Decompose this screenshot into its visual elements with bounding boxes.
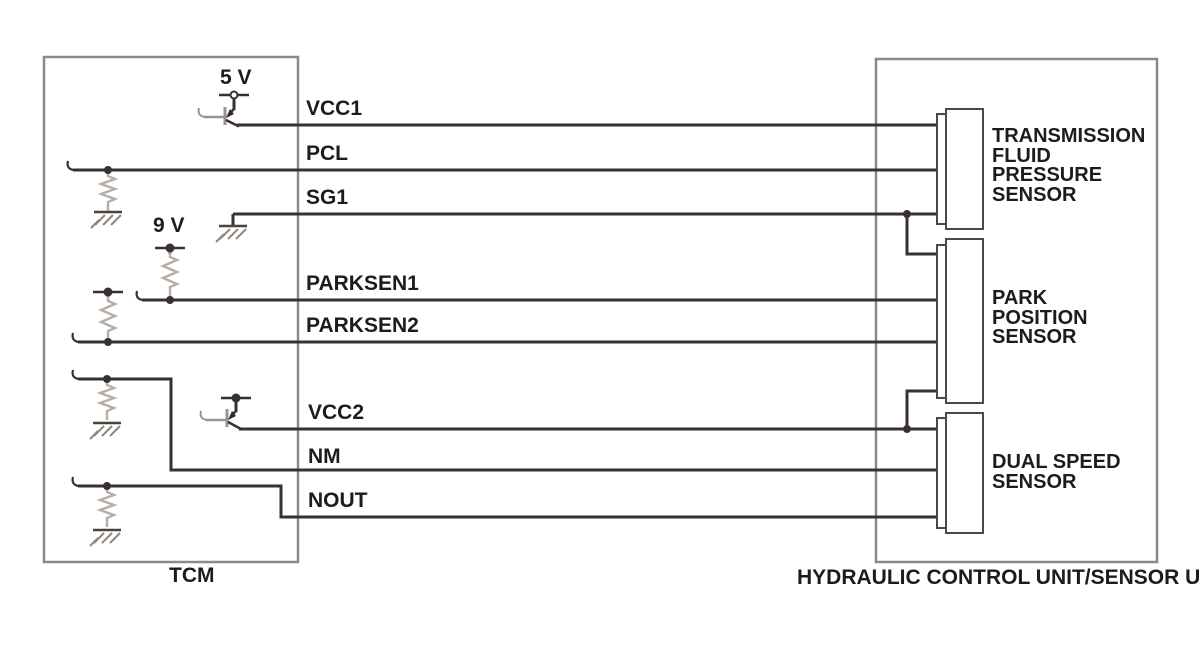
wire-end-hook bbox=[199, 410, 208, 421]
junction-dot bbox=[903, 425, 911, 433]
signal-label-pcl: PCL bbox=[306, 142, 348, 165]
junction-dot bbox=[903, 210, 911, 218]
wire-sg1-branch-to-park-sensor bbox=[905, 214, 939, 256]
tcm-unit-label: TCM bbox=[169, 564, 215, 587]
supply-terminal-parksen2-icon bbox=[103, 287, 113, 297]
junction-dot bbox=[104, 166, 112, 174]
supply-label-9v: 9 V bbox=[153, 214, 185, 237]
wire-nm bbox=[78, 377, 939, 472]
ground-hatch-icon bbox=[89, 532, 121, 547]
wire-park-sensor-branch-to-vcc2 bbox=[905, 389, 939, 429]
connector-flange bbox=[936, 244, 947, 399]
signal-label-parksen2: PARKSEN2 bbox=[306, 314, 419, 337]
junction-dot bbox=[166, 296, 174, 304]
signal-label-vcc1: VCC1 bbox=[306, 97, 363, 120]
resistor-parksen2-pullup bbox=[97, 296, 119, 340]
junction-dot bbox=[104, 338, 112, 346]
connector-transmission-fluid-pressure-sensor bbox=[945, 108, 984, 230]
wire-end-hook bbox=[71, 369, 80, 381]
connector-flange bbox=[936, 417, 947, 529]
signal-label-parksen1: PARKSEN1 bbox=[306, 272, 419, 295]
junction-dots bbox=[103, 166, 911, 490]
transistor-5v-vcc1-icon bbox=[197, 107, 240, 128]
ground-hatch-icon bbox=[215, 228, 247, 243]
transistor-emitter bbox=[225, 118, 240, 128]
wire-end-hook bbox=[71, 332, 80, 344]
transistor-arrow bbox=[226, 109, 234, 118]
wire-end-hook bbox=[66, 160, 75, 172]
connector-park-position-sensor bbox=[945, 238, 984, 404]
supply-terminals bbox=[93, 90, 251, 403]
resistor-nm-pulldown bbox=[96, 381, 118, 420]
supply-terminal-5v-icon bbox=[229, 90, 239, 100]
hydraulic-unit-label: HYDRAULIC CONTROL UNIT/SENSOR UNIT bbox=[797, 566, 1200, 589]
resistor-pcl-pulldown bbox=[97, 172, 119, 212]
resistor-nout-pulldown bbox=[96, 488, 118, 527]
supply-label-5v: 5 V bbox=[220, 66, 252, 89]
supply-terminal-vcc2-icon bbox=[231, 393, 241, 403]
sensor-label-dual-speed: DUAL SPEED SENSOR bbox=[992, 451, 1121, 493]
junction-dot bbox=[103, 482, 111, 490]
wire-end-hook bbox=[135, 290, 144, 302]
transistor-arrow bbox=[228, 411, 236, 420]
connector-dual-speed-sensor bbox=[945, 412, 984, 534]
signal-label-nm: NM bbox=[308, 445, 341, 468]
wire-end-hook bbox=[71, 476, 80, 488]
connector-flange bbox=[936, 113, 947, 225]
sensor-label-transmission-fluid-pressure: TRANSMISSION FLUID PRESSURE SENSOR bbox=[992, 125, 1146, 206]
signal-label-vcc2: VCC2 bbox=[308, 401, 365, 424]
ground-hatch-icon bbox=[89, 425, 121, 440]
supply-terminal-9v-icon bbox=[165, 243, 175, 253]
signal-label-sg1: SG1 bbox=[306, 186, 349, 209]
wire-end-hook bbox=[197, 107, 206, 118]
sensor-label-park-position: PARK POSITION SENSOR bbox=[992, 287, 1088, 348]
transistor-vcc2-icon bbox=[199, 409, 242, 431]
ground-symbols bbox=[89, 210, 247, 547]
signal-label-nout: NOUT bbox=[308, 489, 368, 512]
wire-nout bbox=[78, 484, 939, 519]
hydraulic-unit-box bbox=[874, 57, 1159, 564]
tcm-box bbox=[42, 55, 300, 564]
resistor-parksen1-pullup bbox=[159, 252, 181, 298]
junction-dot bbox=[103, 375, 111, 383]
ground-hatch-icon bbox=[90, 214, 122, 229]
transistor-emitter bbox=[227, 420, 242, 431]
